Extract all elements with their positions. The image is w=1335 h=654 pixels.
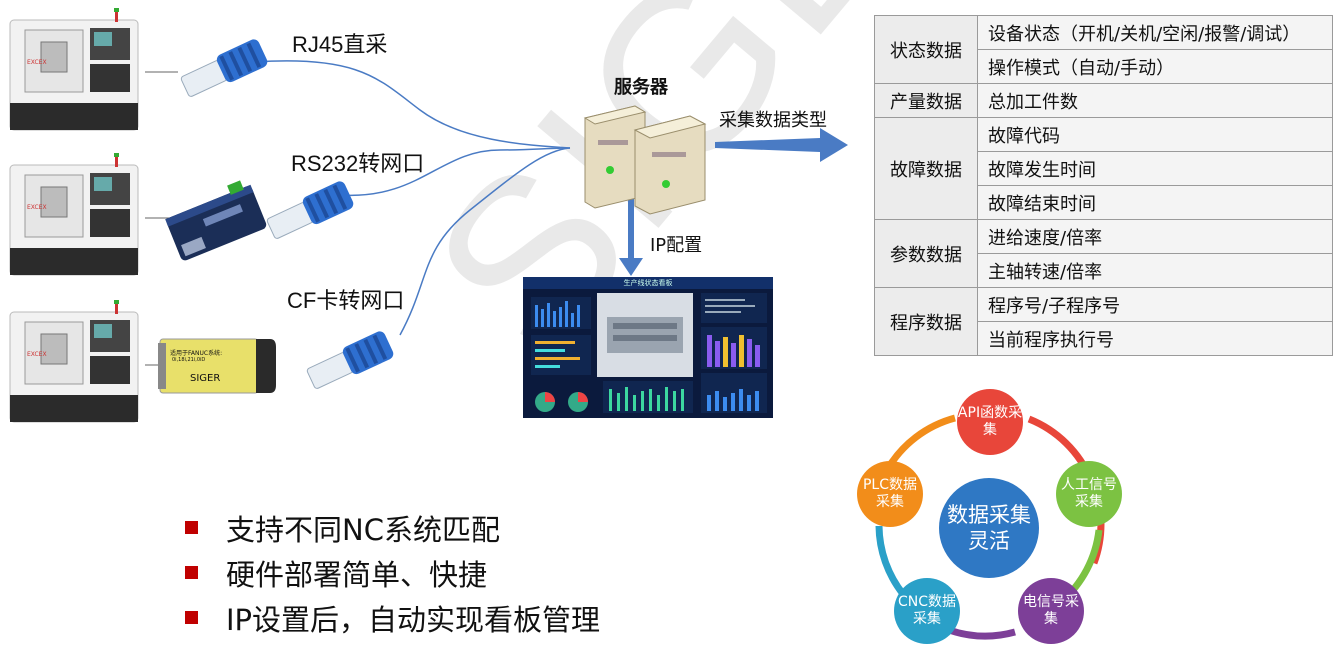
data-type-row: 故障数据故障代码 (874, 117, 1333, 220)
svg-text:EXCEX: EXCEX (27, 351, 47, 358)
cnc-machine-1: EXCEX (9, 8, 139, 131)
data-type-category: 状态数据 (874, 15, 978, 84)
data-type-row: 状态数据设备状态（开机/关机/空闲/报警/调试） (874, 15, 1333, 84)
data-type-item: 当前程序执行号 (977, 321, 1333, 356)
data-type-arrow-label: 采集数据类型 (719, 110, 827, 131)
data-type-category: 产量数据 (874, 83, 978, 118)
data-type-category: 故障数据 (874, 117, 978, 220)
data-type-item: 进给速度/倍率 (977, 219, 1333, 254)
svg-text:EXCEX: EXCEX (27, 204, 47, 211)
data-type-item: 主轴转速/倍率 (977, 253, 1333, 288)
data-type-table: 状态数据设备状态（开机/关机/空闲/报警/调试）操作模式（自动/手动）产量数据总… (874, 15, 1333, 356)
server-icon (583, 105, 707, 215)
data-type-item: 总加工件数 (977, 83, 1333, 118)
data-type-item: 操作模式（自动/手动） (977, 49, 1333, 84)
rs232-label: RS232转网口 (291, 151, 425, 176)
cf-label: CF卡转网口 (287, 288, 405, 313)
cycle-node-manual: 人工信号采集 (1056, 461, 1122, 527)
data-type-row: 操作模式（自动/手动） (875, 49, 1333, 84)
feature-list: 支持不同NC系统匹配 硬件部署简单、快捷 IP设置后，自动实现看板管理 (185, 505, 600, 640)
server-title: 服务器 (614, 77, 668, 98)
ip-config-label: IP配置 (650, 235, 703, 256)
dashboard-title: 生产线状态看板 (523, 277, 773, 289)
cf-card-text: 适用于FANUC系统: (170, 350, 223, 357)
cf-card-icon (158, 338, 276, 394)
cycle-center: 数据采集灵活 (939, 478, 1039, 578)
cycle-node-plc: PLC数据采集 (857, 461, 923, 527)
data-type-category: 程序数据 (874, 287, 978, 356)
dashboard-graphics (531, 293, 767, 413)
cycle-node-cnc: CNC数据采集 (894, 578, 960, 644)
data-type-item: 设备状态（开机/关机/空闲/报警/调试） (977, 15, 1333, 50)
rj45-label: RJ45直采 (292, 32, 388, 57)
bullet-square-icon (185, 611, 198, 624)
rj45-connector-icon (306, 331, 394, 389)
data-type-item: 程序号/子程序号 (977, 287, 1333, 322)
cf-card-models: 0i,18i,21i,0iD (172, 357, 206, 363)
feature-item: 硬件部署简单、快捷 (185, 550, 600, 595)
svg-text:EXCEX: EXCEX (27, 59, 47, 66)
cycle-node-api: API函数采集 (957, 389, 1023, 455)
data-type-row: 故障结束时间 (875, 185, 1333, 220)
feature-item: IP设置后，自动实现看板管理 (185, 595, 600, 640)
data-type-row: 程序数据 程序号/子程序号 (874, 287, 1333, 356)
data-type-category: 参数数据 (874, 219, 978, 288)
data-type-row: 故障发生时间 (875, 151, 1333, 186)
data-type-item: 故障代码 (977, 117, 1333, 152)
data-type-item: 故障结束时间 (977, 185, 1333, 220)
data-type-item: 故障发生时间 (977, 151, 1333, 186)
data-type-row: 产量数据总加工件数 (874, 83, 1333, 118)
feature-item: 支持不同NC系统匹配 (185, 505, 600, 550)
data-type-row: 当前程序执行号 (875, 321, 1333, 356)
cnc-machine-2: EXCEX (9, 153, 139, 276)
cf-card-brand: SIGER (190, 373, 221, 384)
rj45-connector-icon (266, 181, 354, 239)
bullet-square-icon (185, 566, 198, 579)
dashboard-thumbnail: 生产线状态看板 (523, 277, 773, 418)
cycle-node-electric: 电信号采集 (1018, 578, 1084, 644)
bullet-square-icon (185, 521, 198, 534)
rj45-connector-icon (180, 39, 268, 97)
serial-converter-icon (165, 180, 267, 261)
cnc-machine-3: EXCEX (9, 300, 139, 423)
data-type-row: 参数数据进给速度/倍率 (874, 219, 1333, 288)
